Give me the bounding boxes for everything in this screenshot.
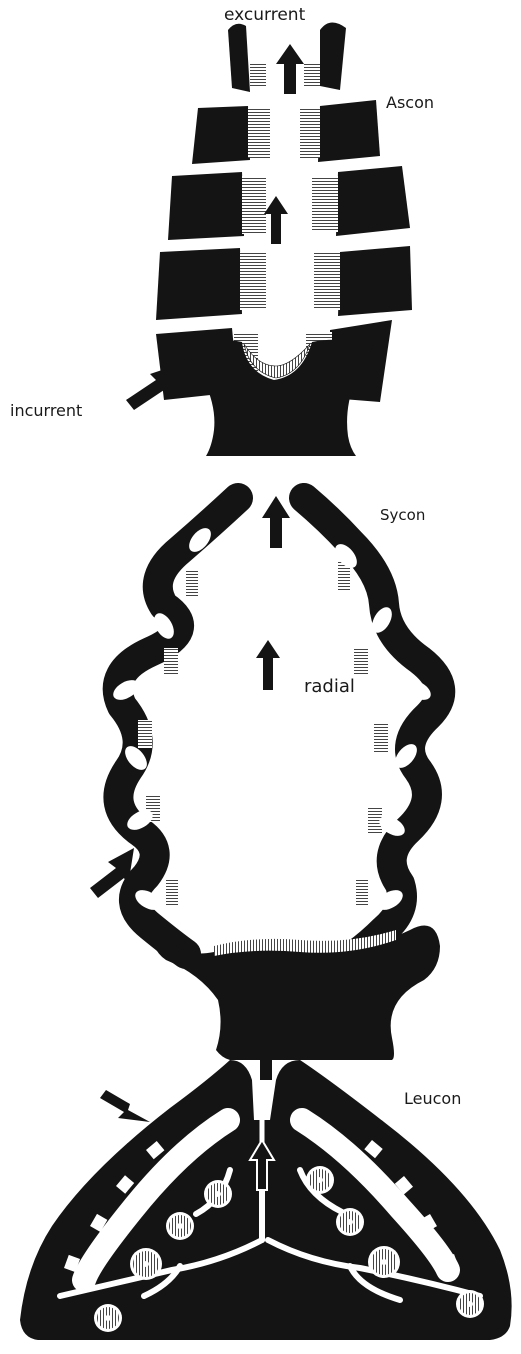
flagellated-chamber [130,1248,162,1280]
flagellated-chamber [94,1304,122,1332]
excurrent-label: excurrent [224,5,306,25]
sycon-excurrent-arrow [262,496,290,548]
incurrent-label: incurrent [10,401,82,420]
sycon-diagram [90,496,440,1060]
flagellated-chamber [368,1246,400,1278]
sycon-base [150,916,440,1060]
sycon-right-wall [304,498,440,954]
sycon-internal-arrow [256,640,280,690]
flagellated-chamber [166,1212,194,1240]
flagellated-chamber [306,1166,334,1194]
flagellated-chamber [336,1208,364,1236]
leucon-diagram [20,1028,512,1340]
ascon-internal-arrow [264,196,288,244]
ascon-base [182,340,374,456]
sycon-label: Sycon [380,506,425,524]
flagellated-chamber [204,1180,232,1208]
flagellated-chamber [456,1290,484,1318]
leucon-incurrent-arrow [100,1090,150,1122]
radial-label: radial [304,676,355,697]
leucon-label: Leucon [404,1089,461,1108]
ascon-diagram [126,22,412,456]
ascon-label: Ascon [386,93,434,112]
ascon-excurrent-arrow [276,44,304,94]
